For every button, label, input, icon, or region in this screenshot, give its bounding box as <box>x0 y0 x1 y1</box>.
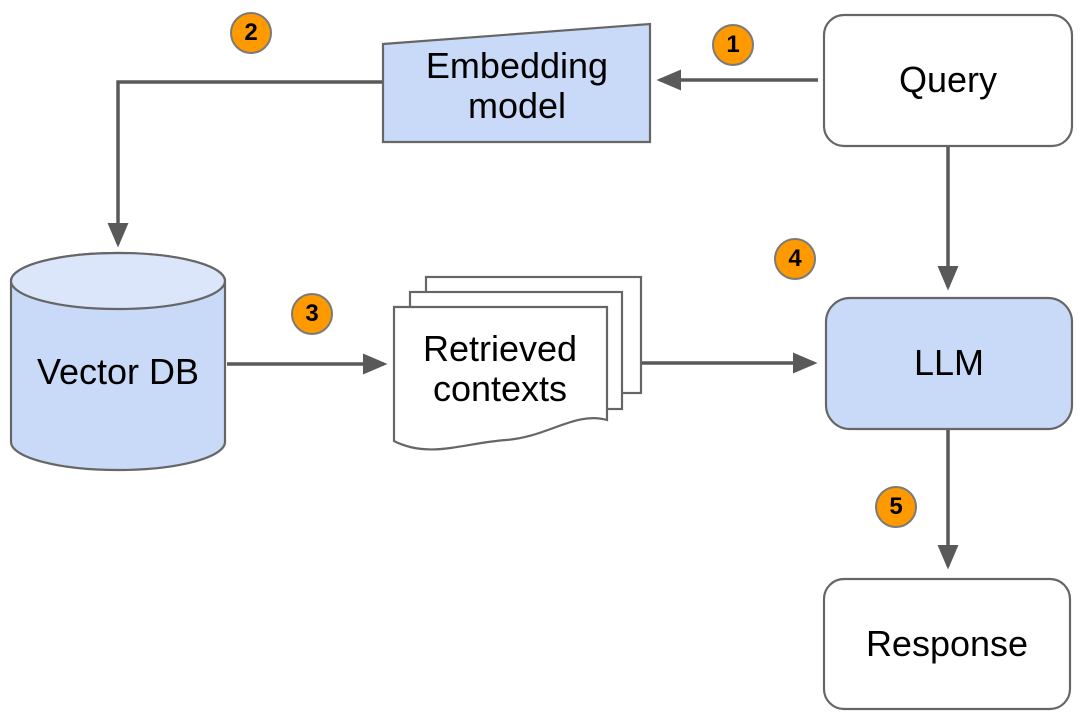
query-label: Query <box>898 59 998 101</box>
vector-db-label: Vector DB <box>36 350 200 392</box>
response-label: Response <box>865 622 1029 664</box>
retrieved-contexts-page-front <box>392 305 609 451</box>
step-badge-4: 4 <box>774 238 816 280</box>
retrieved-contexts-label: Retrieved contexts <box>422 327 578 409</box>
llm-node-shape <box>824 296 1074 431</box>
step-badge-3: 3 <box>291 293 333 335</box>
embedding-model-label: Embedding model <box>425 44 609 126</box>
vector-db-lid-shape <box>9 251 227 311</box>
query-node-shape <box>822 13 1074 148</box>
edge-embedding-model-to-vector-db <box>107 80 383 248</box>
step-badge-5: 5 <box>875 486 917 528</box>
step-badge-2: 2 <box>230 12 272 54</box>
response-node-shape <box>822 577 1072 711</box>
embedding-model-node-shape <box>381 22 652 144</box>
step-badge-1: 1 <box>712 24 754 66</box>
llm-label: LLM <box>913 342 985 384</box>
